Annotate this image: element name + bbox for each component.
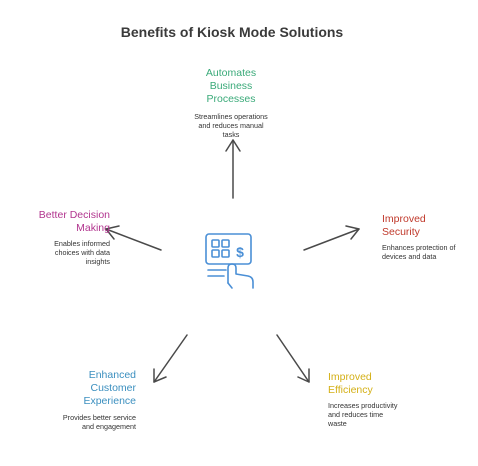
arrow-up — [225, 139, 241, 199]
arrow-down-right — [276, 334, 310, 383]
benefit-automates-description: tasks — [223, 130, 240, 139]
benefit-efficiency-heading: Efficiency — [328, 384, 373, 396]
benefit-automates-description: Streamlines operations — [194, 112, 268, 121]
benefit-decision-description: Enables informed — [54, 239, 110, 248]
benefit-efficiency-description: Increases productivity — [328, 401, 398, 410]
arrow-down-left — [153, 334, 188, 383]
benefit-decision-heading: Better Decision — [39, 209, 110, 221]
benefit-automates-description: and reduces manual — [198, 121, 264, 130]
diagram-title: Benefits of Kiosk Mode Solutions — [121, 24, 344, 40]
benefit-experience-description: Provides better service — [63, 413, 136, 422]
benefit-efficiency-description: and reduces time — [328, 410, 383, 419]
benefit-experience-description: and engagement — [82, 422, 136, 431]
arrow-right — [303, 225, 360, 251]
benefit-efficiency-description: waste — [327, 419, 347, 428]
benefit-automates-heading: Business — [210, 80, 253, 92]
svg-text:$: $ — [236, 244, 244, 260]
benefit-security-heading: Security — [382, 226, 421, 238]
benefit-security-description: Enhances protection of — [382, 243, 456, 252]
benefit-decision-description: insights — [86, 257, 111, 266]
benefit-efficiency-heading: Improved — [328, 371, 372, 383]
benefit-decision-heading: Making — [76, 222, 110, 234]
benefit-automates-heading: Automates — [206, 67, 256, 79]
benefit-security-heading: Improved — [382, 213, 426, 225]
kiosk-payment-touch-icon: $ — [205, 233, 254, 289]
benefit-security-description: devices and data — [382, 252, 436, 261]
benefit-experience-heading: Experience — [83, 395, 136, 407]
benefit-experience-heading: Customer — [90, 382, 136, 394]
arrow-left — [105, 225, 162, 251]
benefit-decision-description: choices with data — [55, 248, 110, 257]
benefit-experience-heading: Enhanced — [89, 369, 136, 381]
benefit-automates-heading: Processes — [206, 93, 255, 105]
